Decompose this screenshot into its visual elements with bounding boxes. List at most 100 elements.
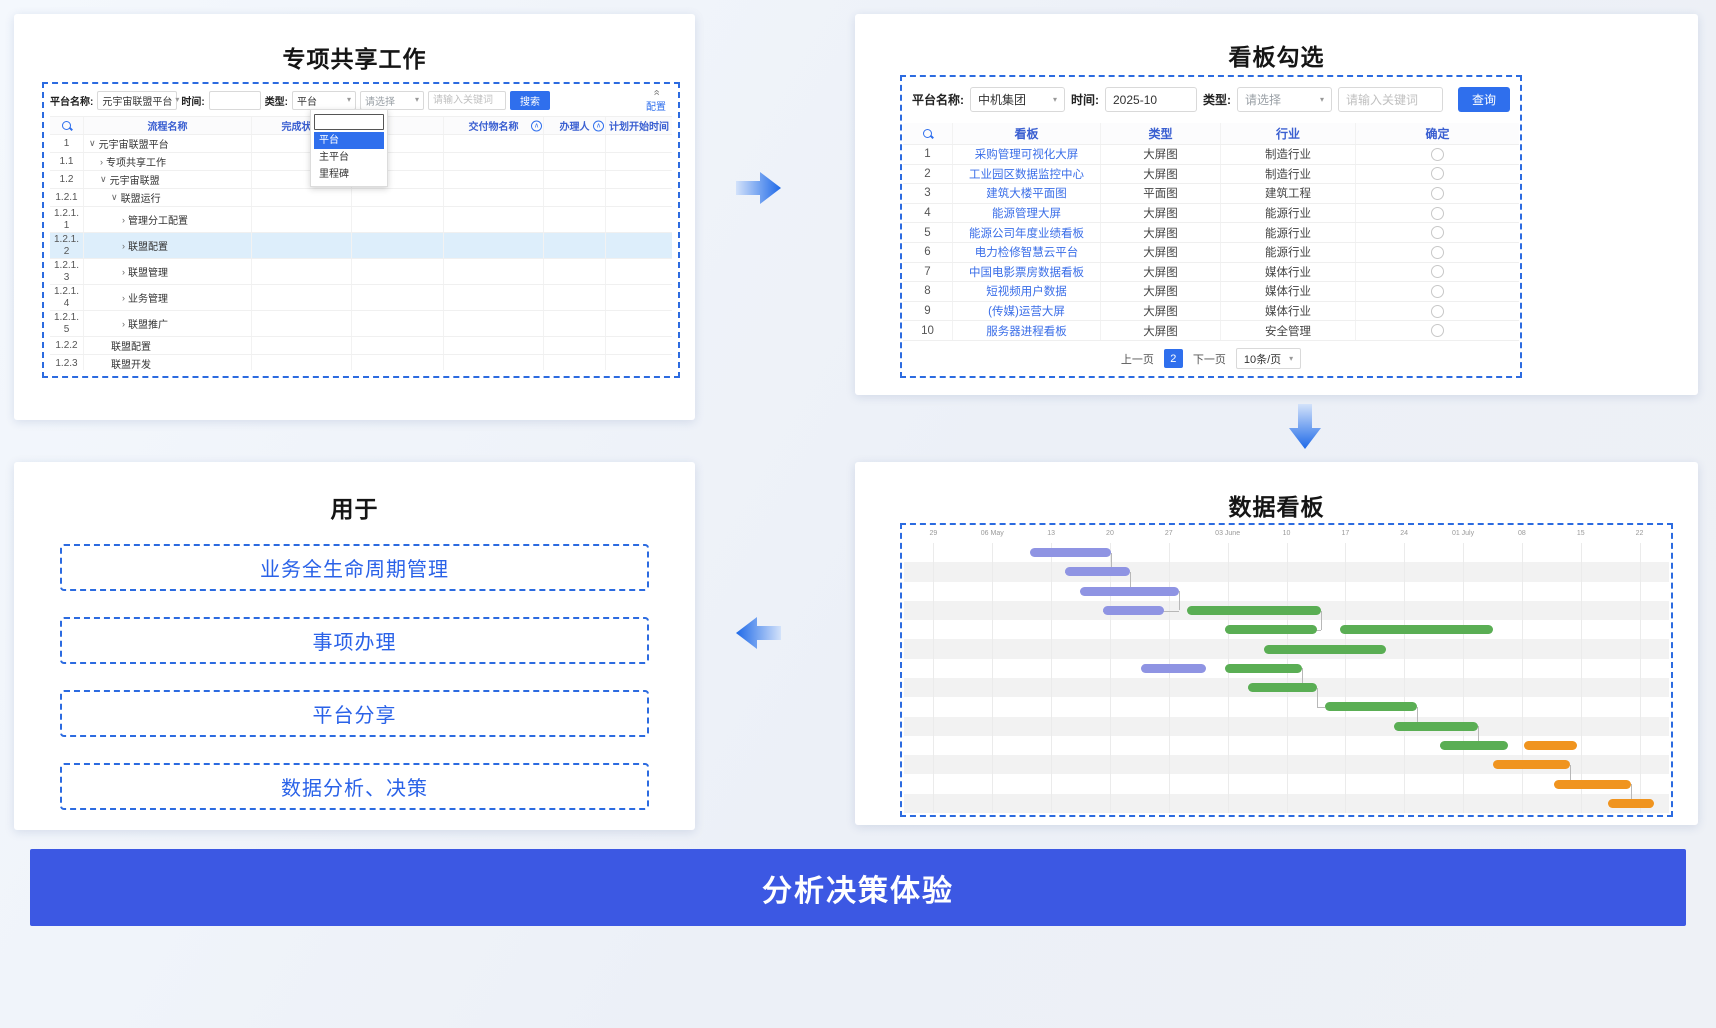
gantt-task-bar[interactable] (1064, 567, 1130, 577)
gantt-task-bar[interactable] (1393, 721, 1478, 731)
gantt-task-bar[interactable] (1079, 586, 1180, 596)
board-row[interactable]: 9(传媒)运营大屏大屏图媒体行业 (903, 301, 1519, 322)
radio-unchecked[interactable] (1431, 245, 1444, 259)
select-placeholder: 请选择 (365, 96, 396, 108)
expand-icon[interactable]: › (122, 240, 125, 251)
collapse-icon[interactable]: ∨ (111, 192, 118, 202)
time-input[interactable] (1105, 87, 1197, 112)
radio-unchecked[interactable] (1431, 147, 1444, 161)
collapse-icon[interactable]: ∨ (89, 138, 96, 148)
board-link[interactable]: 电力检修智慧云平台 (974, 247, 1079, 260)
board-link[interactable]: 建筑大楼平面图 (986, 188, 1067, 201)
radio-unchecked[interactable] (1431, 186, 1444, 200)
current-page[interactable]: 2 (1163, 349, 1183, 368)
query-button[interactable]: 查询 (1457, 87, 1510, 112)
radio-unchecked[interactable] (1431, 284, 1444, 298)
collapse-circle-icon[interactable]: ∧ (531, 120, 542, 131)
gantt-task-bar[interactable] (1554, 779, 1631, 789)
type-select[interactable]: 请选择▾ (1237, 87, 1332, 112)
process-row[interactable]: 1.2.1.3›联盟管理 (50, 259, 672, 285)
gantt-task-bar[interactable] (1187, 606, 1321, 615)
collapse-circle-icon[interactable]: ∧ (593, 120, 604, 131)
config-link[interactable]: 配置 (646, 102, 666, 113)
process-row[interactable]: 1.2.1.1›管理分工配置 (50, 207, 672, 233)
gantt-task-bar[interactable] (1324, 702, 1417, 712)
dropdown-option[interactable]: 平台 (314, 131, 384, 149)
board-link[interactable]: 服务器进程看板 (986, 325, 1067, 338)
gantt-task-bar[interactable] (1141, 663, 1207, 673)
gantt-task-bar[interactable] (1225, 663, 1302, 673)
dropdown-option[interactable]: 主平台 (319, 151, 349, 163)
search-button[interactable]: 搜索 (510, 90, 551, 110)
prev-page-button[interactable]: 上一页 (1120, 353, 1154, 366)
type-select[interactable]: 平台▾ (292, 90, 357, 110)
process-row[interactable]: 1.2.1.4›业务管理 (50, 285, 672, 311)
radio-unchecked[interactable] (1431, 304, 1444, 318)
page-size-select[interactable]: 10条/页▾ (1235, 348, 1302, 369)
board-cell: 短视频用户数据 (953, 282, 1101, 301)
process-row[interactable]: 1.2.1.2›联盟配置 (50, 233, 672, 259)
platform-name-select[interactable]: 元宇宙联盟平台▾ (97, 90, 179, 110)
gantt-task-bar[interactable] (1225, 625, 1318, 635)
keyword-input[interactable] (428, 90, 507, 110)
process-row[interactable]: 1.2.1∨联盟运行 (50, 189, 672, 207)
secondary-select[interactable]: 请选择▾ (360, 90, 425, 110)
gantt-task-bar[interactable] (1523, 741, 1578, 750)
empty-cell (252, 259, 352, 284)
timeline-gridline (1463, 543, 1465, 813)
process-row[interactable]: 1.2.1.5›联盟推广 (50, 311, 672, 337)
timeline-gridline (1286, 543, 1288, 813)
dropdown-option[interactable]: 里程碑 (319, 168, 349, 180)
board-link[interactable]: 短视频用户数据 (986, 286, 1067, 299)
platform-select[interactable]: 中机集团▾ (970, 87, 1065, 112)
radio-unchecked[interactable] (1431, 265, 1444, 279)
radio-unchecked[interactable] (1431, 167, 1444, 181)
board-link[interactable]: 采购管理可视化大屏 (974, 149, 1079, 162)
board-link[interactable]: 能源公司年度业绩看板 (969, 227, 1084, 240)
keyword-input[interactable] (1338, 87, 1443, 112)
gantt-task-bar[interactable] (1607, 798, 1654, 808)
expand-icon[interactable]: › (122, 214, 125, 225)
expand-icon[interactable]: › (122, 266, 125, 277)
next-page-button[interactable]: 下一页 (1192, 353, 1226, 366)
radio-unchecked[interactable] (1431, 206, 1444, 220)
gantt-task-bar[interactable] (1263, 644, 1386, 654)
dropdown-filter-input[interactable] (314, 113, 384, 130)
expand-icon[interactable]: › (100, 156, 103, 167)
time-input[interactable] (208, 90, 261, 110)
gantt-task-bar[interactable] (1030, 548, 1111, 558)
gantt-task-bar[interactable] (1248, 683, 1318, 693)
radio-unchecked[interactable] (1431, 226, 1444, 240)
radio-unchecked[interactable] (1431, 324, 1444, 338)
board-select-area: 平台名称: 中机集团▾ 时间: 类型: 请选择▾ 查询 看板 类型 行业 确定 … (900, 75, 1522, 378)
gantt-task-bar[interactable] (1340, 625, 1494, 635)
gantt-task-bar[interactable] (1102, 606, 1165, 615)
empty-cell (606, 233, 672, 258)
board-link[interactable]: (传媒)运营大屏 (988, 306, 1065, 319)
col-type: 类型 (1101, 123, 1221, 144)
gantt-task-bar[interactable] (1439, 741, 1509, 750)
search-icon[interactable] (922, 128, 934, 140)
type-cell: 大屏图 (1101, 301, 1221, 321)
board-link[interactable]: 能源管理大屏 (992, 208, 1061, 221)
board-link[interactable]: 工业园区数据监控中心 (969, 168, 1084, 181)
search-icon[interactable] (61, 120, 73, 132)
board-cell: 能源公司年度业绩看板 (953, 223, 1101, 242)
gantt-task-bar[interactable] (1493, 760, 1570, 770)
collapse-chevrons-icon[interactable]: « (650, 89, 663, 96)
expand-icon[interactable]: › (122, 292, 125, 303)
board-link[interactable]: 中国电影票房数据看板 (969, 266, 1084, 279)
expand-icon[interactable]: › (122, 318, 125, 329)
collapse-icon[interactable]: ∨ (100, 174, 107, 184)
